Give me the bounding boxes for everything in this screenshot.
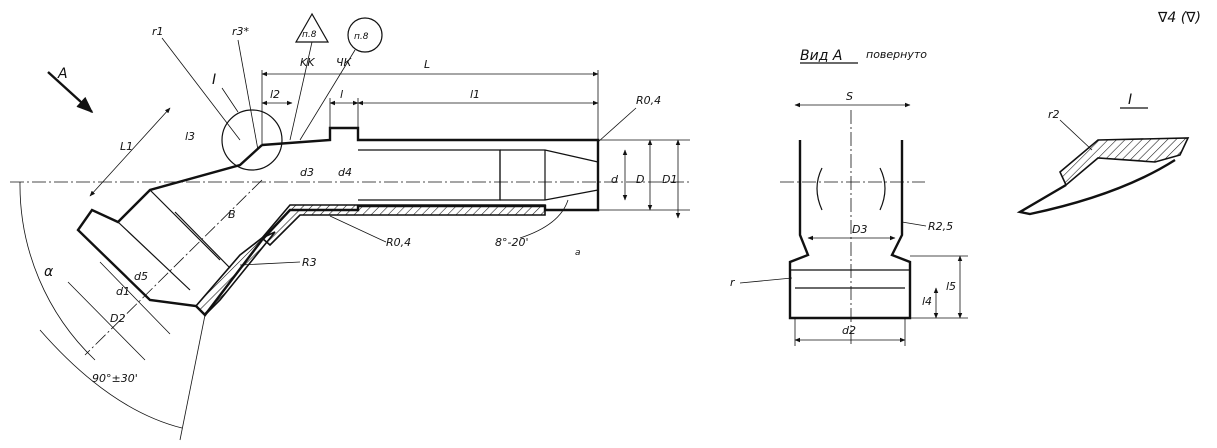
dim-d4-label: d4 <box>338 166 352 179</box>
surface-roughness-mark: ∇4 (∇) <box>1157 10 1201 26</box>
main-view: A I п.8 п.8 r1 <box>10 12 690 441</box>
note-circle-leader <box>299 49 356 141</box>
dim-l-label: l <box>340 88 343 101</box>
branch-step-1 <box>149 189 221 261</box>
dim-d2-label: d2 <box>842 324 856 337</box>
dim-D3-label: D3 <box>852 223 867 236</box>
cone-angle-arc <box>519 199 569 239</box>
alpha-arc <box>19 181 96 361</box>
dim-B-label: B <box>228 208 236 221</box>
dim-d1-label: d1 <box>116 285 130 298</box>
branch-step-3 <box>174 211 231 269</box>
R04-top-label: R0,4 <box>636 94 661 107</box>
view-a-body <box>788 140 912 320</box>
ext-branch-b <box>99 261 171 335</box>
view-a-title: Вид А <box>800 48 842 64</box>
bend-angle-arc <box>39 329 183 429</box>
r3-label: r3* <box>232 25 250 38</box>
R04-bottom-label: R0,4 <box>386 236 411 249</box>
bend-angle-label: 90°±30' <box>92 372 138 385</box>
dim-l3-label: l3 <box>185 130 195 143</box>
R25-leader <box>901 221 927 227</box>
ext-branch-a <box>67 281 146 361</box>
branch-body-outline <box>76 144 263 317</box>
R25-label: R2,5 <box>928 220 953 233</box>
dim-d3-label: d3 <box>300 166 314 179</box>
detail-i-r2-label: r2 <box>1048 108 1060 121</box>
R3-label: R3 <box>302 256 317 269</box>
tube-body-outline <box>261 126 600 241</box>
cone-angle-label: 8°-20' <box>495 236 529 249</box>
roughness-leader <box>179 314 206 441</box>
R04-bottom-leader <box>329 215 387 243</box>
dim-L1-label: L1 <box>120 140 133 153</box>
cone-bottom <box>500 189 599 201</box>
KK-label: KK <box>300 56 315 69</box>
dim-d5-label: d5 <box>134 270 148 283</box>
view-a-arc-right <box>879 167 886 211</box>
view-a-arrow-label: A <box>57 66 68 82</box>
dim-l5-label: l5 <box>946 280 956 293</box>
detail-i: I r2 <box>1016 92 1190 216</box>
detail-i-title: I <box>1128 92 1132 108</box>
dim-S-label: S <box>846 90 853 103</box>
detail-i-circle <box>221 109 283 171</box>
alpha-label: α <box>44 264 54 280</box>
view-a-subtitle: повернуто <box>866 48 927 61</box>
note-circle <box>347 17 383 53</box>
dim-l1-label: l1 <box>470 88 480 101</box>
detail-i-profile <box>1016 158 1176 216</box>
note-triangle-label: п.8 <box>302 30 317 40</box>
angle-a-label: а <box>575 248 581 258</box>
dim-L-label: L <box>424 58 430 71</box>
r1-label: r1 <box>152 25 164 38</box>
note-circle-label: п.8 <box>354 32 369 42</box>
R3-leader <box>239 261 301 266</box>
dim-d-label: d <box>611 173 619 186</box>
r-label: r <box>730 276 736 289</box>
branch-step-2 <box>117 221 191 291</box>
dim-D2-label: D2 <box>110 312 125 325</box>
detail-i-leader <box>221 87 239 113</box>
cone-top <box>500 149 599 163</box>
view-a-arrow <box>47 71 94 114</box>
detail-i-section <box>1059 137 1190 187</box>
detail-i-r2-leader <box>1059 119 1093 151</box>
detail-i-marker: I <box>212 72 216 88</box>
dim-D1-label: D1 <box>662 173 677 186</box>
dim-l4-label: l4 <box>922 295 932 308</box>
r-leader <box>739 277 793 284</box>
r3-leader <box>237 39 259 151</box>
angled-centerline <box>84 179 263 356</box>
note-triangle-leader <box>289 41 313 141</box>
dim-L1 <box>89 107 171 197</box>
dim-D-label: D <box>636 173 644 186</box>
UK-label: ЧК <box>336 56 353 69</box>
bore-outline <box>358 149 501 201</box>
view-a: Вид А повернуто S D3 R2,5 r l5 l4 d <box>730 48 968 346</box>
r1-leader <box>161 37 241 141</box>
view-a-arc-left <box>816 167 823 211</box>
dim-l2-label: l2 <box>270 88 280 101</box>
R04-top-leader <box>597 107 637 143</box>
